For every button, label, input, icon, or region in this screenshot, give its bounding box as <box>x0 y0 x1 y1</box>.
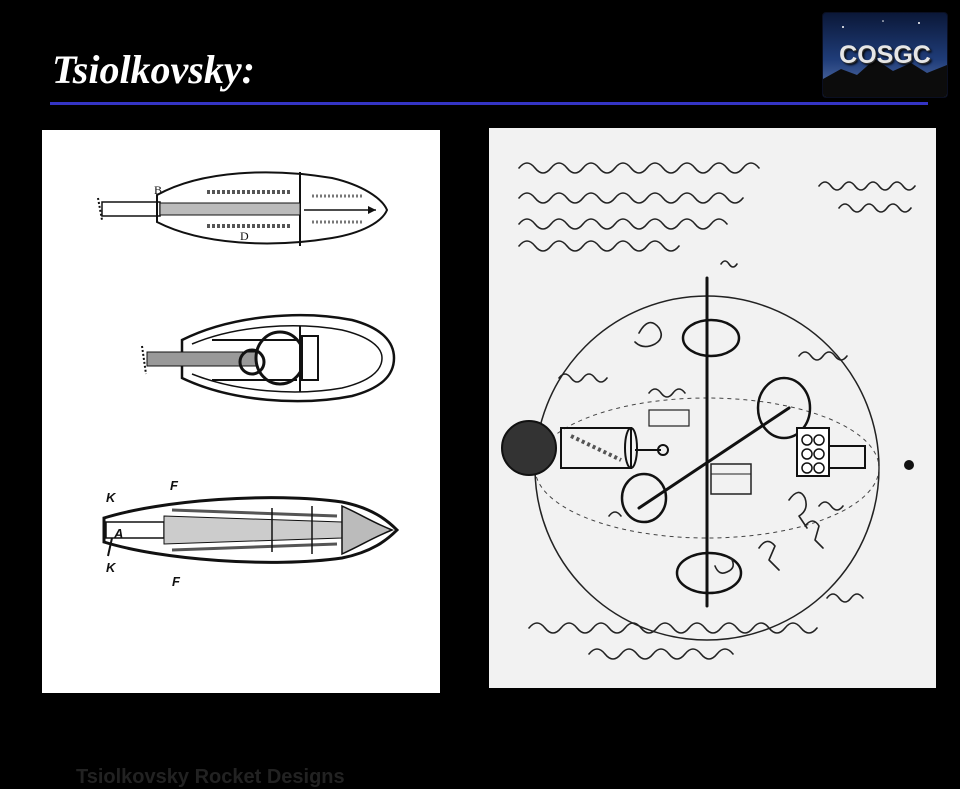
label-d: D <box>240 229 249 243</box>
label-k-bottom: K <box>106 560 117 575</box>
label-k-top: K <box>106 490 117 505</box>
cosgc-logo: COSGC <box>822 12 948 98</box>
handwritten-notes-top <box>518 162 916 252</box>
rocket-design-1: B D <box>97 171 389 246</box>
mountain-silhouette-icon <box>823 20 947 97</box>
dot-icon <box>904 460 914 470</box>
label-f-bottom: F <box>172 574 181 589</box>
rocket-design-2 <box>141 313 396 403</box>
rocket-designs-figure: B D K F A K <box>42 130 440 788</box>
space-station-sketch <box>489 128 936 688</box>
label-a: A <box>113 526 123 541</box>
rocket-design-3: K F A K F <box>102 478 400 589</box>
figure-caption: Tsiolkovsky Rocket Designs <box>76 766 345 788</box>
label-f-top: F <box>170 478 179 493</box>
handwritten-sketch-drawing <box>501 162 916 660</box>
label-b: B <box>154 183 162 197</box>
slide-title: Tsiolkovsky: <box>52 47 255 92</box>
planet-icon <box>501 420 557 476</box>
title-divider <box>50 102 928 105</box>
rocket-designs-drawing: B D K F A K <box>97 171 400 589</box>
logo-text: COSGC <box>839 41 931 69</box>
